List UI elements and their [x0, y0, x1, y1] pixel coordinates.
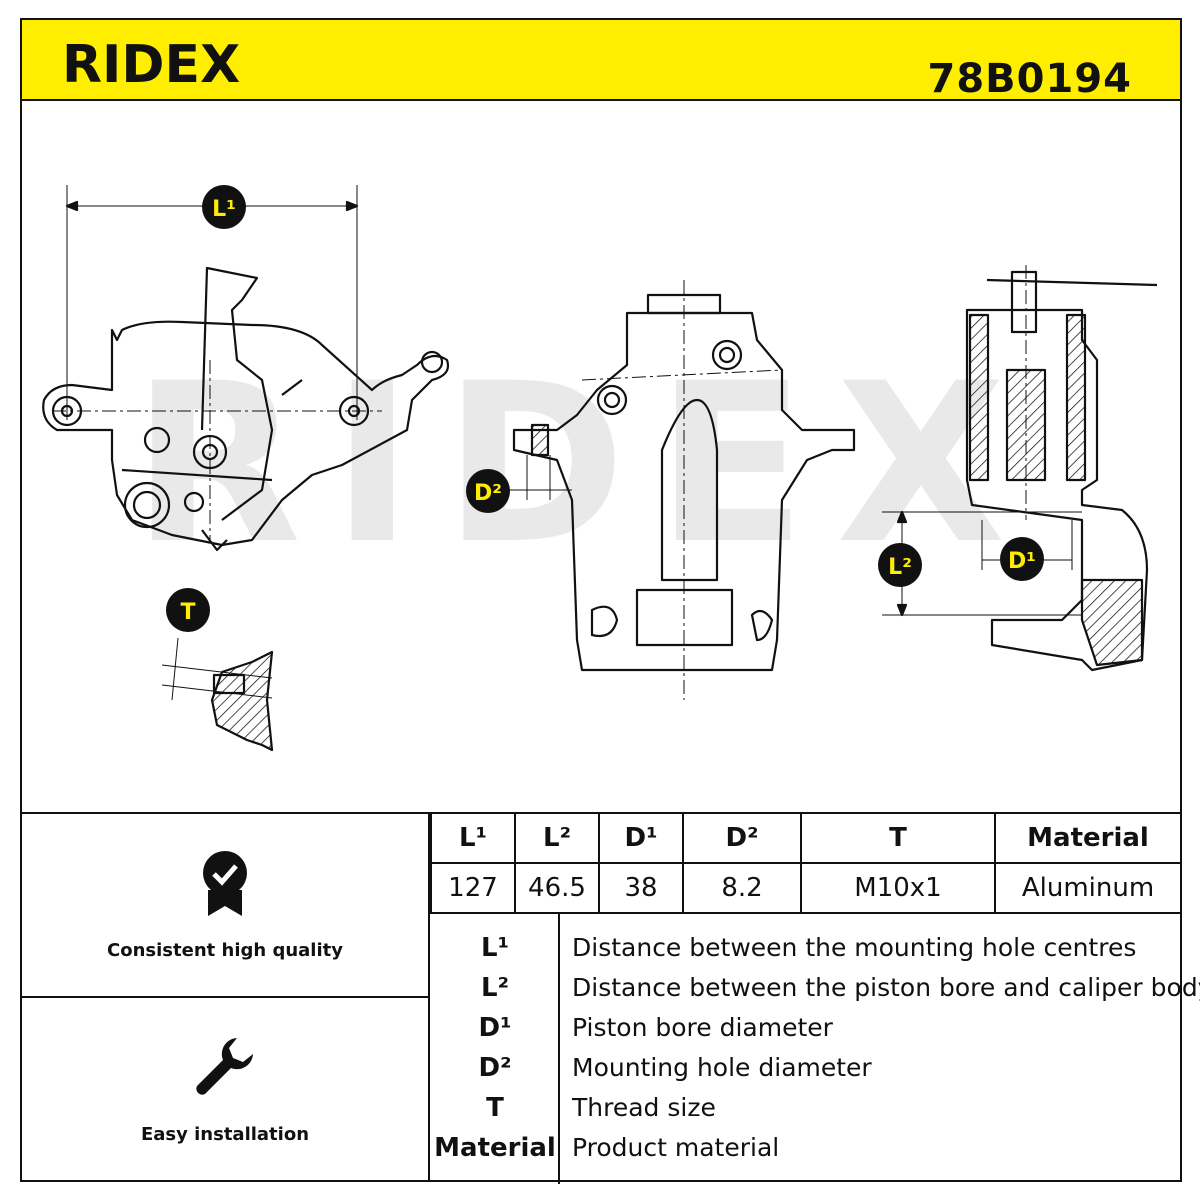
feature-label: Consistent high quality	[107, 940, 343, 961]
ridex-logo: RIDEX	[62, 40, 240, 90]
legend-description: Distance between the mounting hole centr…	[572, 933, 1137, 962]
svg-text:D²: D²	[474, 481, 502, 506]
legend-row: D¹ Piston bore diameter	[430, 1008, 1182, 1048]
spec-value-material: Aluminum	[994, 862, 1182, 914]
spec-header-d1: D¹	[598, 812, 684, 864]
spec-header-t: T	[800, 812, 996, 864]
legend-description: Piston bore diameter	[572, 1013, 833, 1042]
legend-key: D²	[478, 1053, 512, 1083]
spec-table: L¹ L² D¹ D² T Material 127 46.5 38 8.2 M…	[430, 812, 1182, 914]
feature-label: Easy installation	[140, 1124, 310, 1145]
callout-t: T	[166, 588, 210, 632]
header-bar: RIDEX 78B0194	[20, 18, 1182, 102]
legend-key: D¹	[478, 1013, 512, 1043]
callout-d1: D¹	[1000, 537, 1044, 581]
legend-key: L¹	[481, 933, 509, 963]
spec-header-d2: D²	[682, 812, 802, 864]
legend-row: L¹ Distance between the mounting hole ce…	[430, 928, 1182, 968]
svg-text:L²: L²	[888, 555, 912, 580]
caliper-side-view	[42, 185, 450, 552]
wrench-icon	[196, 1038, 253, 1095]
spec-header-material: Material	[994, 812, 1182, 864]
svg-text:L¹: L¹	[212, 197, 236, 222]
legend-panel: L¹ Distance between the mounting hole ce…	[430, 912, 1200, 1184]
thread-detail-view	[161, 637, 274, 752]
spec-value-d1: 38	[598, 862, 684, 914]
callout-l1: L¹	[202, 185, 246, 229]
svg-text:T: T	[180, 600, 195, 625]
feature-quality: Consistent high quality	[20, 848, 430, 961]
svg-text:D¹: D¹	[1008, 549, 1036, 574]
legend-row: T Thread size	[430, 1088, 1182, 1128]
part-number: 78B0194	[927, 56, 1132, 102]
spec-value-row: 127 46.5 38 8.2 M10x1 Aluminum	[430, 862, 1182, 914]
legend-description: Thread size	[572, 1093, 716, 1122]
spec-value-l2: 46.5	[514, 862, 600, 914]
spec-value-t: M10x1	[800, 862, 996, 914]
spec-header-row: L¹ L² D¹ D² T Material	[430, 812, 1182, 864]
callout-d2: D²	[466, 469, 510, 513]
legend-row: D² Mounting hole diameter	[430, 1048, 1182, 1088]
legend-row: L² Distance between the piston bore and …	[430, 968, 1200, 1008]
legend-description: Product material	[572, 1133, 780, 1162]
caliper-section-view	[882, 265, 1158, 672]
legend-description: Mounting hole diameter	[572, 1053, 872, 1082]
spec-value-l1: 127	[430, 862, 516, 914]
spec-value-d2: 8.2	[682, 862, 802, 914]
legend-key: Material	[434, 1133, 556, 1163]
quality-badge-icon	[203, 851, 247, 916]
callout-l2: L²	[878, 543, 922, 587]
legend-key: L²	[481, 973, 509, 1003]
technical-drawing: RIDEX	[42, 185, 1158, 752]
brand-logo-text: RIDEX	[62, 40, 240, 90]
legend-key: T	[486, 1093, 504, 1123]
spec-header-l1: L¹	[430, 812, 516, 864]
caliper-front-view	[502, 280, 856, 700]
spec-header-l2: L²	[514, 812, 600, 864]
feature-installation: Easy installation	[20, 1034, 430, 1145]
features-panel: Consistent high quality Easy installatio…	[20, 812, 430, 1182]
features-divider	[20, 996, 430, 998]
legend-separator	[558, 914, 560, 1184]
legend-row: Material Product material	[430, 1128, 1182, 1168]
legend-description: Distance between the piston bore and cal…	[572, 973, 1200, 1002]
watermark: RIDEX	[132, 336, 1036, 592]
